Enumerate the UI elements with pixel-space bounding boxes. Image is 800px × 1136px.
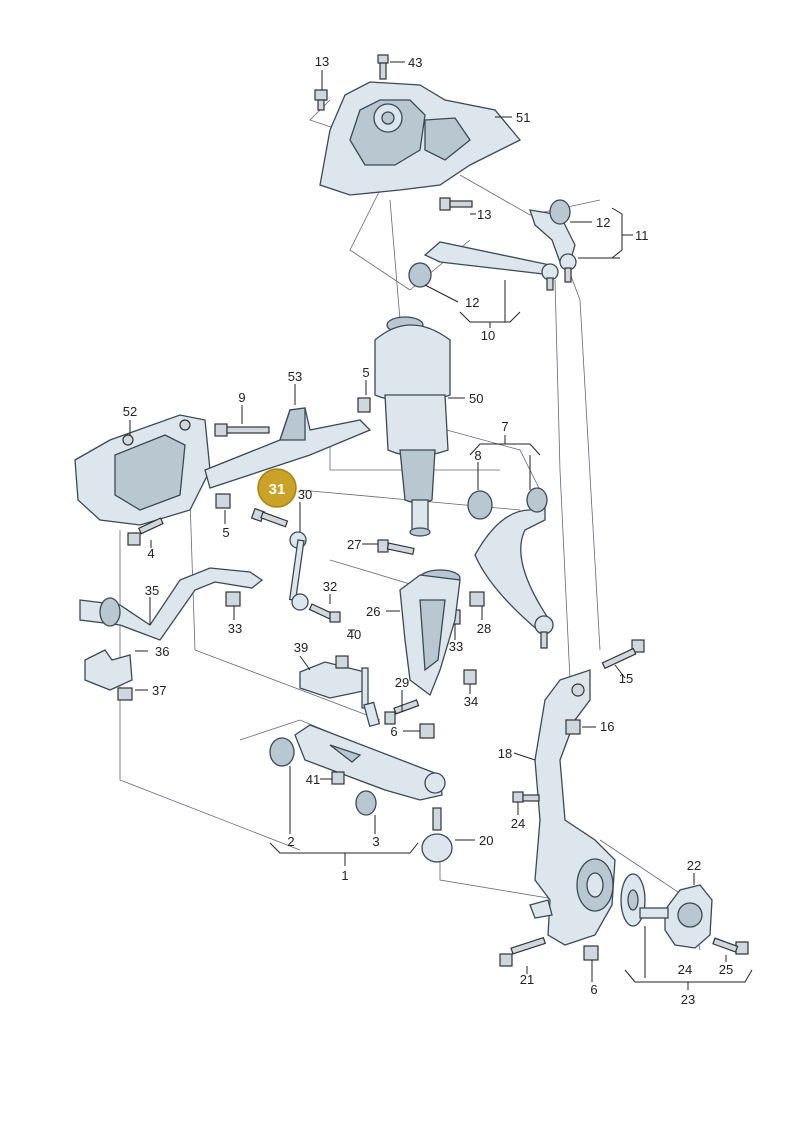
callout-1[interactable]: 1 <box>341 868 348 883</box>
callout-52[interactable]: 52 <box>123 404 137 419</box>
strut-tower-mount <box>319 81 522 196</box>
nut-5-left <box>215 493 231 509</box>
stabilizer-link-30 <box>288 531 309 611</box>
bolt-31-highlighted <box>250 507 289 528</box>
stabilizer-bar-35 <box>79 567 264 641</box>
callout-26[interactable]: 26 <box>366 604 380 619</box>
bolt-13-upper <box>314 89 328 111</box>
bolt-43 <box>377 54 389 80</box>
nut-40 <box>335 655 349 669</box>
callout-53[interactable]: 53 <box>288 369 302 384</box>
nut-33-left <box>225 591 241 607</box>
nut-28 <box>469 591 485 607</box>
callout-51[interactable]: 51 <box>516 110 530 125</box>
callout-33[interactable]: 33 <box>228 621 242 636</box>
bolt-29 <box>384 699 420 725</box>
callout-41[interactable]: 41 <box>306 772 320 787</box>
wheel-bearing-24 <box>620 873 646 927</box>
upper-arm-10 <box>408 241 559 291</box>
nut-6-lower <box>583 945 599 961</box>
callout-7[interactable]: 7 <box>501 419 508 434</box>
callout-4[interactable]: 4 <box>147 546 154 561</box>
callout-18[interactable]: 18 <box>498 746 512 761</box>
bolt-32 <box>308 603 341 623</box>
strut-fork-26 <box>399 569 461 697</box>
leader-lines <box>129 61 753 990</box>
callout-33[interactable]: 33 <box>449 639 463 654</box>
callout-29[interactable]: 29 <box>395 675 409 690</box>
callout-2[interactable]: 2 <box>287 834 294 849</box>
callout-24[interactable]: 24 <box>511 816 525 831</box>
crossmember-53 <box>204 407 372 489</box>
callout-16[interactable]: 16 <box>600 719 614 734</box>
subframe-52 <box>74 414 211 526</box>
callout-43[interactable]: 43 <box>408 55 422 70</box>
nut-34 <box>463 669 477 685</box>
callout-3[interactable]: 3 <box>372 834 379 849</box>
lower-arm-7 <box>467 487 554 649</box>
callout-25[interactable]: 25 <box>719 962 733 977</box>
callout-28[interactable]: 28 <box>477 621 491 636</box>
callout-35[interactable]: 35 <box>145 583 159 598</box>
callout-39[interactable]: 39 <box>294 640 308 655</box>
callout-9[interactable]: 9 <box>238 390 245 405</box>
callout-5[interactable]: 5 <box>222 525 229 540</box>
callout-21[interactable]: 21 <box>520 972 534 987</box>
bolt-21 <box>499 936 547 967</box>
callout-34[interactable]: 34 <box>464 694 478 709</box>
level-sensor-39 <box>299 661 381 728</box>
callout-13[interactable]: 13 <box>477 207 491 222</box>
bolt-15 <box>601 639 645 670</box>
callout-37[interactable]: 37 <box>152 683 166 698</box>
stabilizer-clamp-36 <box>84 649 133 691</box>
callout-24[interactable]: 24 <box>678 962 692 977</box>
callout-32[interactable]: 32 <box>323 579 337 594</box>
bolt-24-left <box>512 791 540 803</box>
nut-6-upper <box>419 723 435 739</box>
callout-highlight-circle <box>257 468 297 508</box>
callout-13[interactable]: 13 <box>315 54 329 69</box>
callout-labels: 13 43 51 13 12 11 12 10 53 5 50 52 9 7 8… <box>123 54 733 1007</box>
callout-50[interactable]: 50 <box>469 391 483 406</box>
callout-11[interactable]: 11 <box>635 228 649 243</box>
nut-41 <box>331 771 345 785</box>
nut-16 <box>565 719 581 735</box>
callout-40[interactable]: 40 <box>347 627 361 642</box>
callout-6[interactable]: 6 <box>390 724 397 739</box>
callout-36[interactable]: 36 <box>155 644 169 659</box>
callout-12[interactable]: 12 <box>465 295 479 310</box>
callout-23[interactable]: 23 <box>681 992 695 1007</box>
nut-37 <box>117 687 133 701</box>
callout-20[interactable]: 20 <box>479 833 493 848</box>
ball-joint-20 <box>421 807 453 863</box>
callout-highlight-label: 31 <box>269 481 286 498</box>
callout-6[interactable]: 6 <box>590 982 597 997</box>
bolt-4 <box>127 517 164 546</box>
wheel-carrier-18 <box>529 669 616 946</box>
bolt-25 <box>712 937 749 955</box>
callout-30[interactable]: 30 <box>298 487 312 502</box>
upper-arm-11 <box>529 199 577 283</box>
callout-8[interactable]: 8 <box>474 448 481 463</box>
callout-15[interactable]: 15 <box>619 671 633 686</box>
assembly-guides <box>119 99 701 951</box>
callout-5[interactable]: 5 <box>362 365 369 380</box>
nut-5-upper <box>357 397 371 413</box>
bolt-27 <box>377 539 415 556</box>
callout-27[interactable]: 27 <box>347 537 361 552</box>
callout-12[interactable]: 12 <box>596 215 610 230</box>
wheel-hub-22 <box>639 884 713 949</box>
callout-10[interactable]: 10 <box>481 328 495 343</box>
callout-22[interactable]: 22 <box>687 858 701 873</box>
callout-highlight-31[interactable]: 31 <box>257 468 297 508</box>
lower-arm-1 <box>269 724 446 816</box>
air-strut-50 <box>374 316 451 537</box>
bolt-9 <box>214 423 270 437</box>
bolt-13-lower <box>439 197 473 211</box>
